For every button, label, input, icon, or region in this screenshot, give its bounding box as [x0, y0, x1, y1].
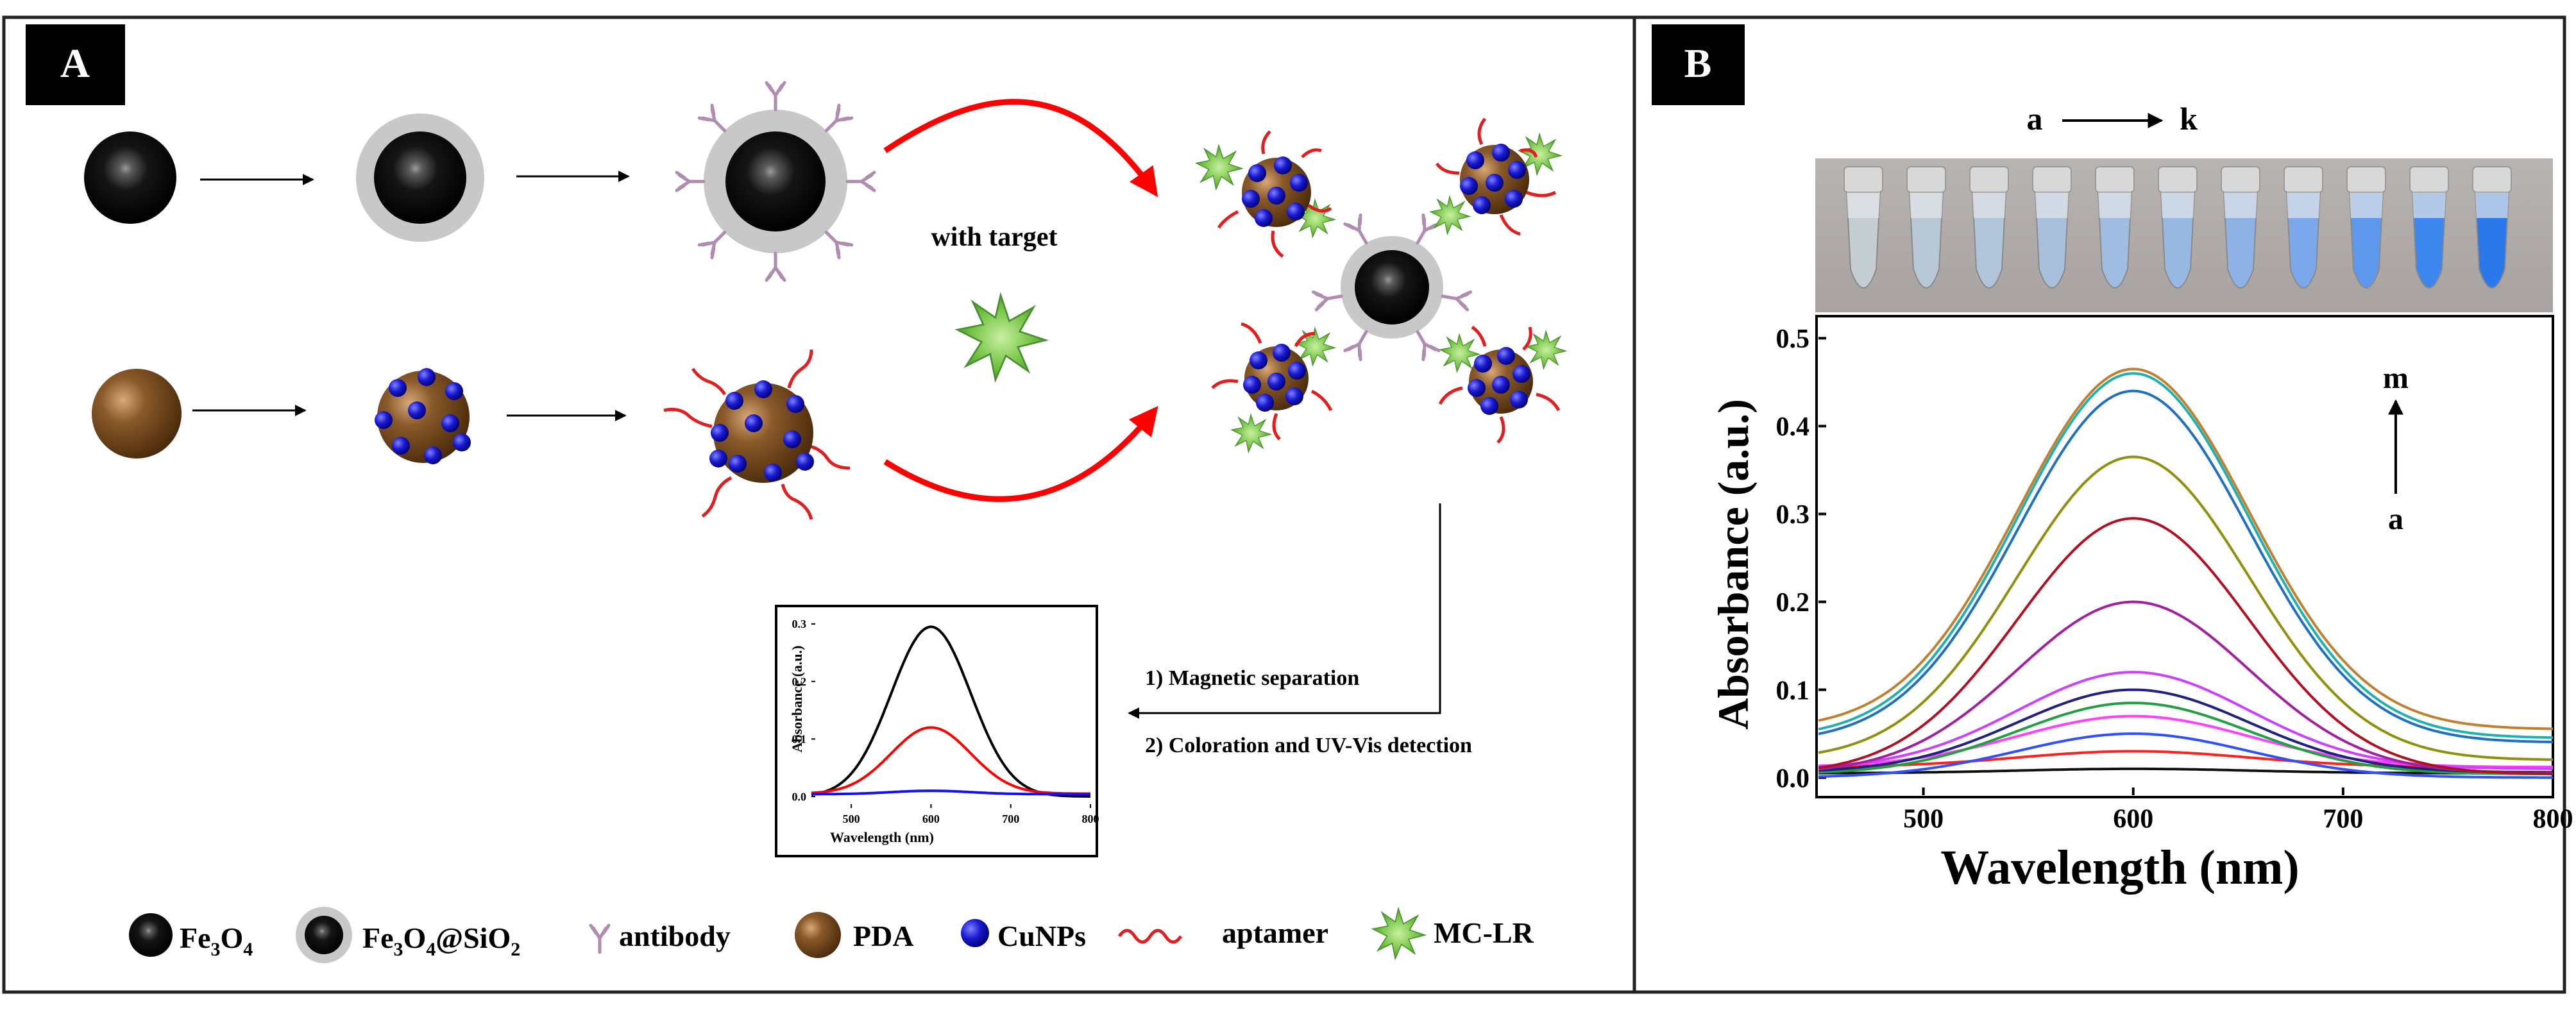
inset-ylabel: Absorbance (a.u.): [789, 646, 805, 753]
svg-text:antibody: antibody: [619, 920, 731, 952]
y-tick-label: 0.5: [1776, 324, 1810, 354]
sample-tube: [2158, 166, 2198, 289]
tube-range-end: k: [2180, 101, 2198, 137]
panel-b-label-box: [1652, 24, 1745, 105]
svg-text:PDA: PDA: [853, 920, 914, 952]
main-absorbance-chart: 0.0 0.1 0.2 0.3 0.4 0.5 500 600 700 800 Wavelengt…: [1709, 315, 2573, 895]
x-tick-label: 700: [1002, 813, 1019, 825]
sample-tube: [2472, 166, 2512, 289]
legend-cunps-icon: [961, 919, 989, 947]
sample-tube: [1906, 166, 1946, 289]
svg-text:Fe3O4@SiO2: Fe3O4@SiO2: [362, 922, 520, 960]
sample-tube: [2409, 166, 2449, 289]
with-target-label: with target: [931, 223, 1057, 252]
panel-b-frame: [1632, 15, 2566, 994]
y-tick-label: 0.4: [1776, 412, 1810, 442]
svg-text:CuNPs: CuNPs: [997, 920, 1086, 952]
series-line: [1818, 688, 2553, 774]
inset-absorbance-chart: 0.0 0.1 0.2 0.3 500 600 700 800 Wavelength (nm)…: [775, 605, 1099, 857]
x-tick-label: 800: [1082, 813, 1099, 825]
y-tick-label: 0.0: [792, 790, 807, 803]
sandwich-complex: [1196, 117, 1566, 453]
sample-tube: [2346, 166, 2386, 289]
step-1-label: 1) Magnetic separation: [1145, 666, 1359, 690]
x-tick-label: 500: [1903, 804, 1944, 834]
antibody-conjugated-particle: [677, 83, 874, 280]
series-line: [1818, 732, 2553, 779]
legend-antibody: antibody: [591, 920, 731, 952]
y-tick-label: 0.0: [1776, 764, 1810, 793]
legend-fe3o4-sio2: Fe3O4@SiO2: [296, 907, 520, 963]
y-tick-label: 0.3: [792, 618, 807, 630]
y-tick-label: 0.1: [1776, 676, 1810, 705]
sample-tube: [2095, 166, 2135, 289]
svg-text:aptamer: aptamer: [1222, 916, 1328, 949]
sample-tube: [2032, 166, 2072, 289]
mclr-target: [956, 294, 1047, 381]
fe3o4-sio2-particle: [356, 114, 484, 242]
x-tick-label: 700: [2323, 804, 2363, 834]
arrow-top-label: m: [2383, 361, 2409, 395]
y-tick-label: 0.2: [792, 675, 807, 688]
sample-tube: [2284, 166, 2323, 289]
y-tick-label: 0.1: [792, 733, 807, 746]
tube-range-start: a: [2027, 101, 2043, 137]
step-2-label: 2) Coloration and UV-Vis detection: [1145, 734, 1472, 757]
series-line: [1818, 767, 2553, 775]
legend-fe3o4: Fe3O4: [129, 913, 253, 960]
main-ylabel: Absorbance (a.u.): [1709, 399, 1758, 730]
series-line: [1818, 600, 2554, 775]
legend-mclr-icon: [1372, 907, 1426, 959]
series-line: [1818, 702, 2554, 775]
x-tick-label: 600: [2113, 804, 2153, 834]
x-tick-label: 500: [843, 813, 860, 825]
red-arrow-bottom: [883, 405, 1158, 502]
main-chart-frame: [1815, 315, 2554, 798]
series-line: [1818, 455, 2553, 761]
svg-text:MC-LR: MC-LR: [1434, 916, 1534, 949]
legend-fe3o4-icon: [129, 913, 173, 957]
tube-photo: [1815, 158, 2553, 312]
main-xlabel: Wavelength (nm): [1940, 841, 2299, 895]
panel-a-label: A: [60, 40, 90, 86]
series-line: [1818, 389, 2554, 743]
legend-aptamer: aptamer: [1117, 916, 1328, 949]
x-tick-label: 600: [922, 813, 940, 825]
legend-antibody-icon: [591, 925, 609, 952]
series-line: [811, 726, 1090, 795]
sample-tube: [1969, 166, 2009, 289]
series-line: [811, 789, 1090, 796]
legend-aptamer-icon: [1117, 929, 1183, 944]
panel-a-label-box: [26, 24, 125, 105]
x-tick-label: 800: [2533, 804, 2573, 834]
y-tick-label: 0.3: [1776, 500, 1810, 530]
aptamer-cunps-particle: [663, 349, 851, 520]
separation-arrow: [1128, 503, 1441, 719]
y-tick-label: 0.2: [1776, 588, 1810, 618]
series-line: [1818, 517, 2554, 775]
legend-pda-icon: [795, 912, 841, 958]
fe3o4-particle: [84, 131, 176, 224]
pda-particle: [92, 369, 182, 459]
legend-cunps: CuNPs: [961, 919, 1086, 952]
series-line: [1818, 372, 2554, 739]
inset-chart-frame: [775, 605, 1098, 857]
panel-b-label: B: [1684, 40, 1712, 86]
sample-tube: [1843, 166, 1883, 289]
series-line: [1818, 367, 2554, 730]
legend: Fe3O4 Fe3O4@SiO2 antibody PDA CuNPs apta…: [129, 907, 1534, 963]
red-arrow-top: [883, 99, 1158, 198]
arrow-bottom-label: a: [2388, 502, 2403, 536]
legend-pda: PDA: [795, 912, 914, 958]
legend-mclr: MC-LR: [1372, 907, 1534, 959]
inset-xlabel: Wavelength (nm): [830, 829, 934, 845]
pda-cunps-particle: [375, 368, 471, 464]
svg-text:Fe3O4: Fe3O4: [180, 922, 253, 960]
sample-tube: [2221, 166, 2260, 289]
